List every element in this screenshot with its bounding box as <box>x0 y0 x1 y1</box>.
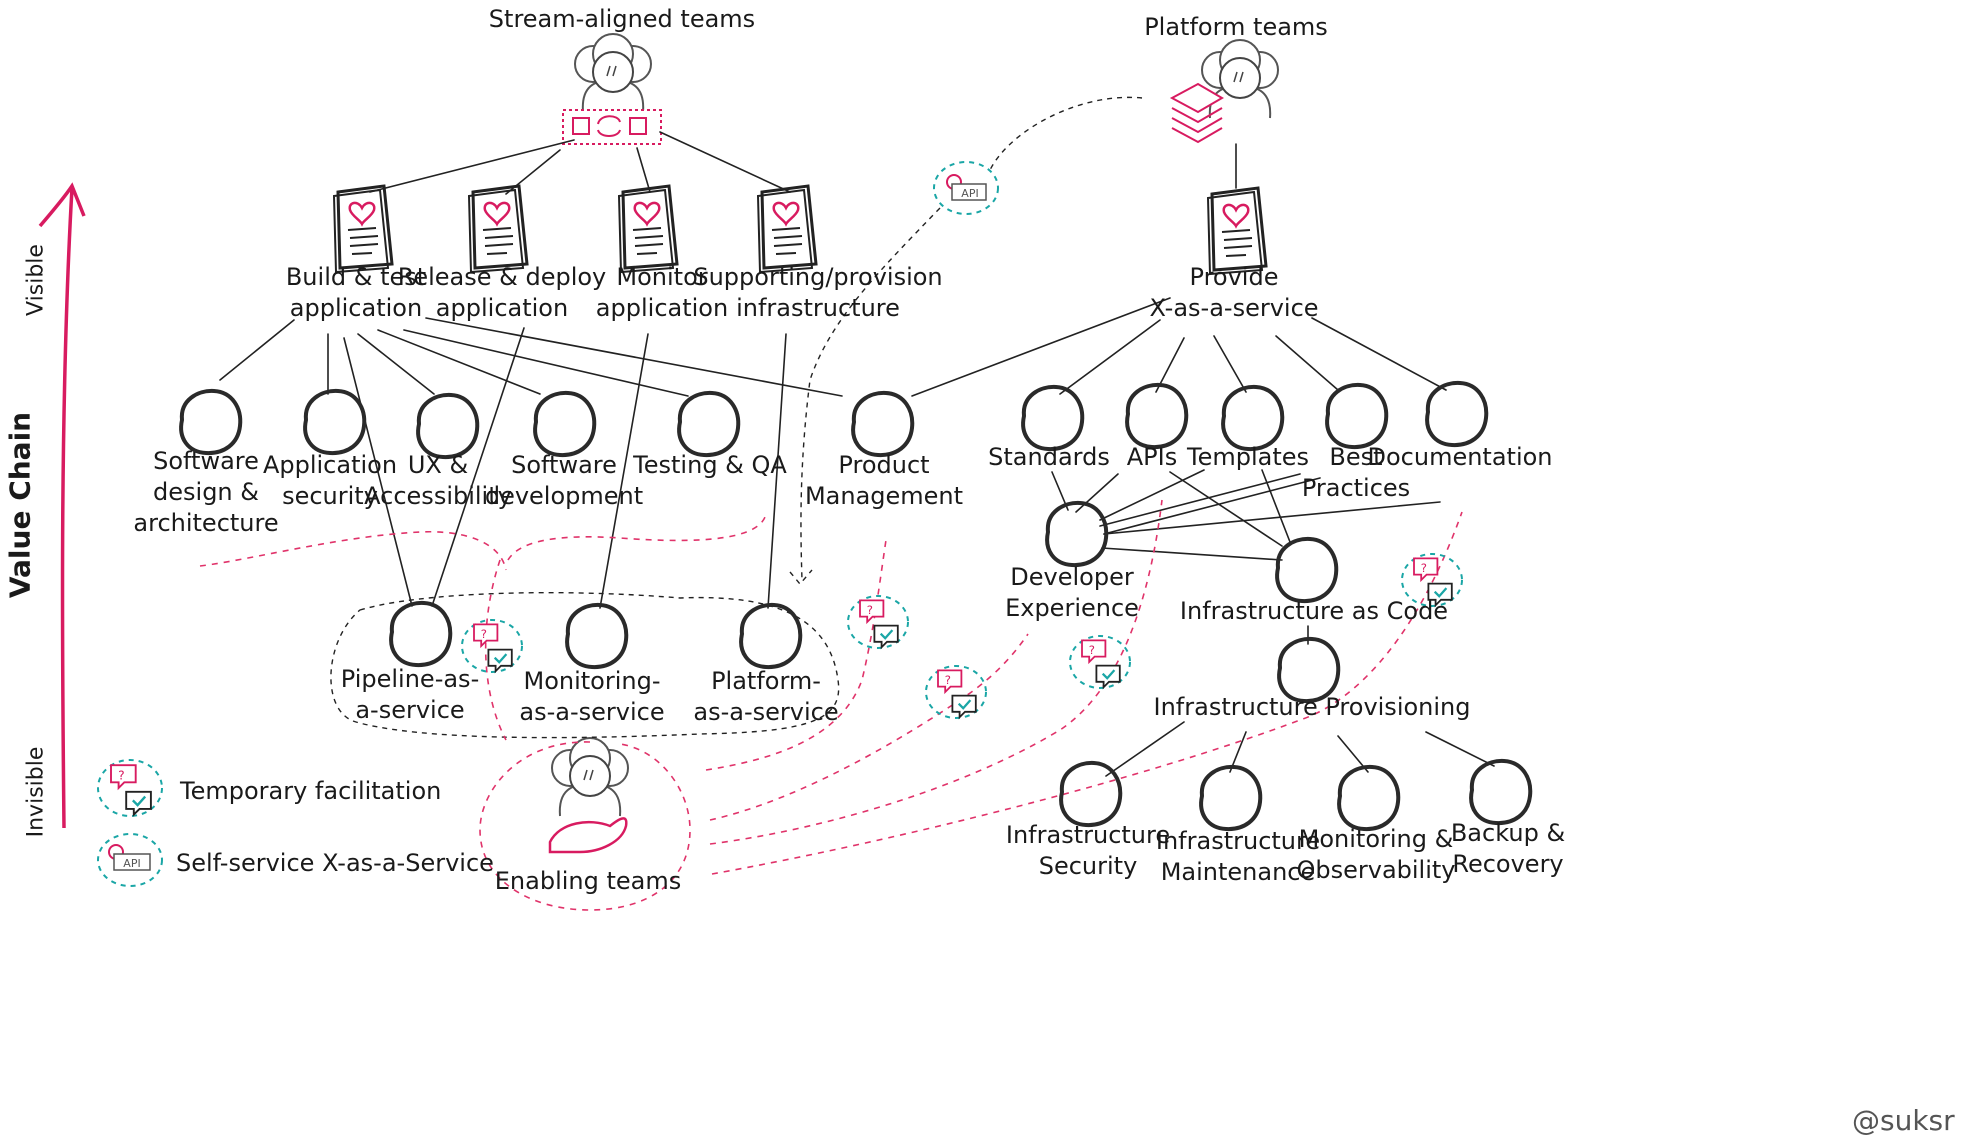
label-infra-maintenance: Infrastructure Maintenance <box>1155 827 1321 886</box>
label-infra-security: Infrastructure Security <box>1005 821 1171 880</box>
stream-aligned-flow-icon <box>562 109 662 145</box>
label-monitoring-aas: Monitoring- as-a-service <box>519 667 665 726</box>
node-ux <box>416 392 480 460</box>
node-software-design <box>179 388 243 456</box>
value-chain-arrow <box>60 187 74 829</box>
label-standards: Standards <box>988 443 1110 471</box>
label-pipeline-aas: Pipeline-as- a-service <box>340 665 480 724</box>
connection-lines <box>219 131 1495 777</box>
api-badge-label: API <box>961 187 978 200</box>
api-badge: API <box>933 161 999 215</box>
doc-icon-supporting <box>756 184 818 274</box>
platform-teams-label: Platform teams <box>1144 13 1328 41</box>
node-product-mgmt <box>851 390 915 458</box>
legend-api-label: API <box>123 857 140 870</box>
doc-icon-build-test <box>332 184 394 274</box>
label-iac: Infrastructure as Code <box>1179 597 1449 625</box>
value-chain-arrowhead <box>38 182 86 228</box>
label-infra-provisioning: Infrastructure Provisioning <box>1153 693 1471 721</box>
label-documentation: Documentation <box>1367 443 1553 471</box>
activity-supporting: Supporting/provision infrastructure <box>693 263 943 322</box>
label-platform-aas: Platform- as-a-service <box>693 667 839 726</box>
label-monitoring-observability: Monitoring & Observability <box>1296 825 1456 884</box>
label-testing: Testing & QA <box>633 451 787 479</box>
node-infra-security <box>1059 760 1123 828</box>
node-testing <box>677 390 741 458</box>
enabling-influence-curves <box>199 499 1463 911</box>
node-standards <box>1021 384 1085 452</box>
activity-release-deploy: Release & deploy application <box>397 263 607 322</box>
node-platform-aas <box>739 602 803 670</box>
facilitation-badge <box>1069 635 1131 689</box>
label-product-mgmt: Product Management <box>804 451 964 510</box>
label-best-practices: Best Practices <box>1301 443 1411 502</box>
activity-provide-xaas: Provide X-as-a-service <box>1149 263 1319 322</box>
node-software-dev <box>533 390 597 458</box>
author-credit: @suksr <box>1852 1104 1955 1137</box>
activity-monitor: Monitor application <box>595 263 729 322</box>
facilitation-badge <box>1401 553 1463 607</box>
node-monitoring-aas <box>565 602 629 670</box>
axis-top-label: Visible <box>23 244 49 316</box>
facilitation-badge <box>847 595 909 649</box>
platform-services-boundary <box>330 591 840 739</box>
label-apis: APIs <box>1126 443 1178 471</box>
platform-stack-icon <box>1169 82 1224 144</box>
activity-build-test: Build & test application <box>285 263 427 322</box>
label-ux: UX & Accessibility <box>364 451 512 510</box>
label-software-dev: Software development <box>484 451 644 510</box>
label-templates: Templates <box>1186 443 1310 471</box>
legend-facilitation-icon <box>97 759 163 817</box>
enabling-hand-icon <box>548 817 628 854</box>
self-service-api-link <box>800 96 1143 581</box>
facilitation-badge <box>925 665 987 719</box>
enabling-team-icon <box>551 737 629 817</box>
node-apis <box>1125 382 1189 450</box>
node-documentation <box>1425 380 1489 448</box>
node-pipeline-aas <box>389 600 453 668</box>
node-infra-maintenance <box>1199 764 1263 832</box>
legend-temporary-facilitation: Temporary facilitation <box>180 777 442 805</box>
node-backup-recovery <box>1469 758 1533 826</box>
label-developer-experience: Developer Experience <box>1005 563 1139 622</box>
node-monitoring-observability <box>1337 764 1401 832</box>
node-templates <box>1221 384 1285 452</box>
stream-aligned-team-icon <box>574 33 652 113</box>
doc-icon-monitor <box>617 184 679 274</box>
stream-aligned-teams-label: Stream-aligned teams <box>488 5 756 33</box>
label-backup-recovery: Backup & Recovery <box>1450 819 1566 878</box>
doc-icon-release-deploy <box>467 184 529 274</box>
axis-title: Value Chain <box>3 411 37 599</box>
platform-team-icon <box>1201 39 1279 119</box>
self-service-api-arrowhead <box>789 569 813 586</box>
node-app-security <box>303 388 367 456</box>
facilitation-badge <box>461 619 523 673</box>
axis-bottom-label: Invisible <box>23 746 49 838</box>
label-software-design: Software design & architecture <box>133 447 279 537</box>
node-best-practices <box>1325 382 1389 450</box>
legend-self-service: Self-service X-as-a-Service <box>176 849 494 877</box>
enabling-teams-label: Enabling teams <box>494 867 682 895</box>
legend-self-service-icon: API <box>97 833 163 887</box>
node-iac <box>1275 536 1339 604</box>
label-app-security: Application security <box>262 451 398 510</box>
